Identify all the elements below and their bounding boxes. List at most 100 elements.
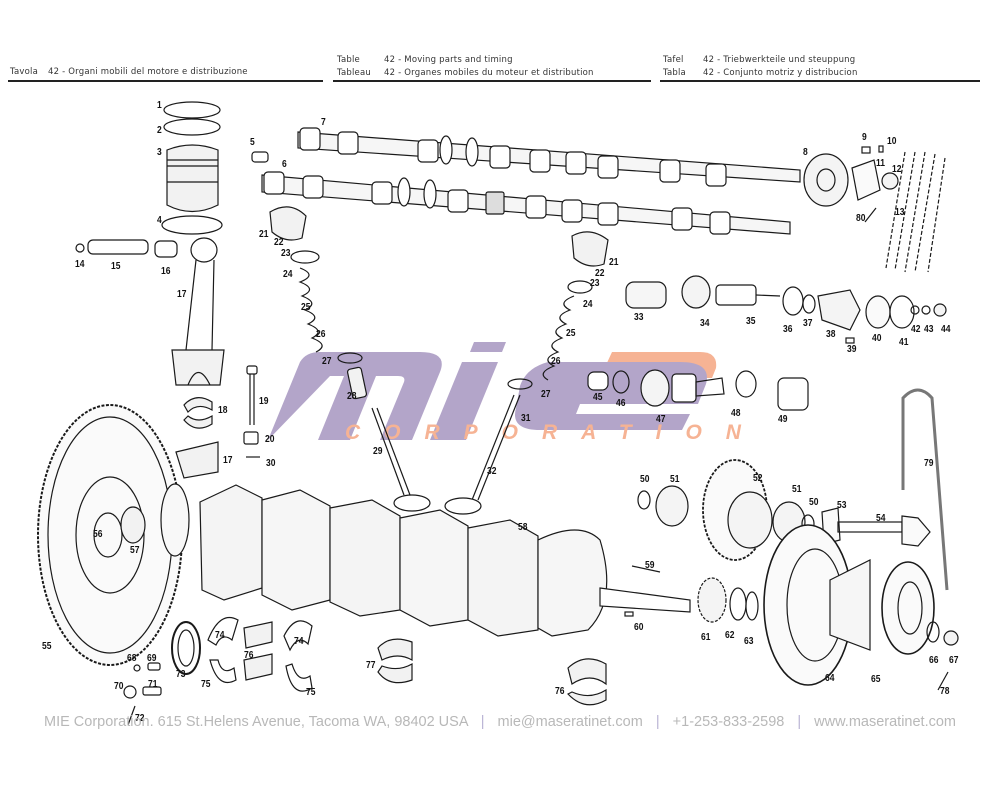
part-number-label: 21 <box>259 229 269 240</box>
part-number-label: 12 <box>892 164 902 175</box>
footer-phone: +1-253-833-2598 <box>672 714 785 730</box>
intermediate-shaft-parts <box>625 275 947 344</box>
timing-chain <box>885 151 946 273</box>
valve-assembly-intake <box>269 206 431 512</box>
part-number-label: 31 <box>521 413 531 424</box>
breather-fitting <box>251 151 269 163</box>
part-number-label: 23 <box>281 248 291 259</box>
part-number-label: 26 <box>551 356 561 367</box>
header-label-de: Tafel <box>663 55 684 65</box>
part-number-label: 9 <box>862 132 867 143</box>
part-number-label: 63 <box>744 636 754 647</box>
part-number-label: 27 <box>322 356 332 367</box>
part-number-label: 39 <box>847 344 857 355</box>
part-number-label: 17 <box>177 289 187 300</box>
part-number-label: 76 <box>244 650 254 661</box>
part-number-label: 75 <box>201 679 211 690</box>
part-number-label: 80 <box>856 213 866 224</box>
flywheel-fasteners <box>123 662 162 726</box>
part-number-label: 57 <box>130 545 140 556</box>
flywheel <box>37 404 190 666</box>
part-number-label: 67 <box>949 655 959 666</box>
part-number-label: 19 <box>259 396 269 407</box>
part-number-label: 68 <box>127 653 137 664</box>
logo-corporation-text: CORPORATION <box>345 421 765 444</box>
part-number-label: 73 <box>176 669 186 680</box>
header-title-en: 42 - Moving parts and timing <box>384 55 513 65</box>
part-number-label: 20 <box>265 434 275 445</box>
part-number-label: 6 <box>282 159 287 170</box>
part-number-label: 4 <box>157 215 162 226</box>
part-number-label: 78 <box>940 686 950 697</box>
part-number-label: 10 <box>887 136 897 147</box>
part-number-label: 32 <box>487 466 497 477</box>
part-number-label: 62 <box>725 630 735 641</box>
connecting-rod <box>171 237 225 386</box>
part-number-label: 71 <box>148 679 158 690</box>
part-number-label: 22 <box>595 268 605 279</box>
part-number-label: 23 <box>590 278 600 289</box>
footer-separator: | <box>480 714 485 730</box>
footer-website-link[interactable]: www.maseratinet.com <box>814 714 956 730</box>
part-number-label: 65 <box>871 674 881 685</box>
part-number-label: 27 <box>541 389 551 400</box>
part-number-label: 50 <box>809 497 819 508</box>
crank-seals-and-washers <box>171 616 313 692</box>
part-number-label: 24 <box>283 269 293 280</box>
piston-assembly <box>161 101 223 235</box>
part-number-label: 47 <box>656 414 666 425</box>
crankshaft <box>199 484 691 637</box>
part-number-label: 51 <box>670 474 680 485</box>
part-number-label: 53 <box>837 500 847 511</box>
part-number-label: 70 <box>114 681 124 692</box>
part-number-label: 28 <box>347 391 357 402</box>
part-number-label: 3 <box>157 147 162 158</box>
part-number-label: 40 <box>872 333 882 344</box>
footer-separator: | <box>797 714 802 730</box>
part-number-label: 46 <box>616 398 626 409</box>
part-number-label: 50 <box>640 474 650 485</box>
header-label-es: Tabla <box>663 68 686 78</box>
part-number-label: 41 <box>899 337 909 348</box>
header-title-es: 42 - Conjunto motriz y distribucion <box>703 68 858 78</box>
header-title-fr: 42 - Organes mobiles du moteur et distri… <box>384 68 594 78</box>
accessory-shaft-parts <box>587 369 809 411</box>
part-number-label: 43 <box>924 324 934 335</box>
part-number-label: 29 <box>373 446 383 457</box>
part-number-label: 15 <box>111 261 121 272</box>
part-number-label: 55 <box>42 641 52 652</box>
part-number-label: 8 <box>803 147 808 158</box>
header-rule-left <box>8 80 323 82</box>
cam-sprocket-assembly <box>803 145 899 223</box>
part-number-label: 1 <box>157 100 162 111</box>
footer: MIE Corporation. 615 St.Helens Avenue, T… <box>0 714 1000 730</box>
part-number-label: 26 <box>316 329 326 340</box>
part-number-label: 74 <box>294 636 304 647</box>
part-number-label: 58 <box>518 522 528 533</box>
part-number-label: 45 <box>593 392 603 403</box>
part-number-label: 5 <box>250 137 255 148</box>
part-number-label: 77 <box>366 660 376 671</box>
header-title-it: 42 - Organi mobili del motore e distribu… <box>48 67 248 77</box>
part-number-label: 18 <box>218 405 228 416</box>
part-number-label: 79 <box>924 458 934 469</box>
part-number-label: 25 <box>301 302 311 313</box>
part-number-label: 35 <box>746 316 756 327</box>
part-number-label: 25 <box>566 328 576 339</box>
rod-bearing-shells <box>175 397 219 479</box>
logo-i-dot <box>470 342 506 352</box>
header-rule-right <box>660 80 980 82</box>
part-number-label: 54 <box>876 513 886 524</box>
part-number-label: 59 <box>645 560 655 571</box>
part-number-label: 2 <box>157 125 162 136</box>
part-number-label: 34 <box>700 318 710 329</box>
part-number-label: 17 <box>223 455 233 466</box>
footer-email-link[interactable]: mie@maseratinet.com <box>497 714 643 730</box>
part-number-label: 11 <box>876 158 885 169</box>
footer-separator: | <box>655 714 660 730</box>
part-number-label: 66 <box>929 655 939 666</box>
part-number-label: 44 <box>941 324 951 335</box>
footer-address: MIE Corporation. 615 St.Helens Avenue, T… <box>44 714 468 730</box>
part-number-label: 51 <box>792 484 802 495</box>
